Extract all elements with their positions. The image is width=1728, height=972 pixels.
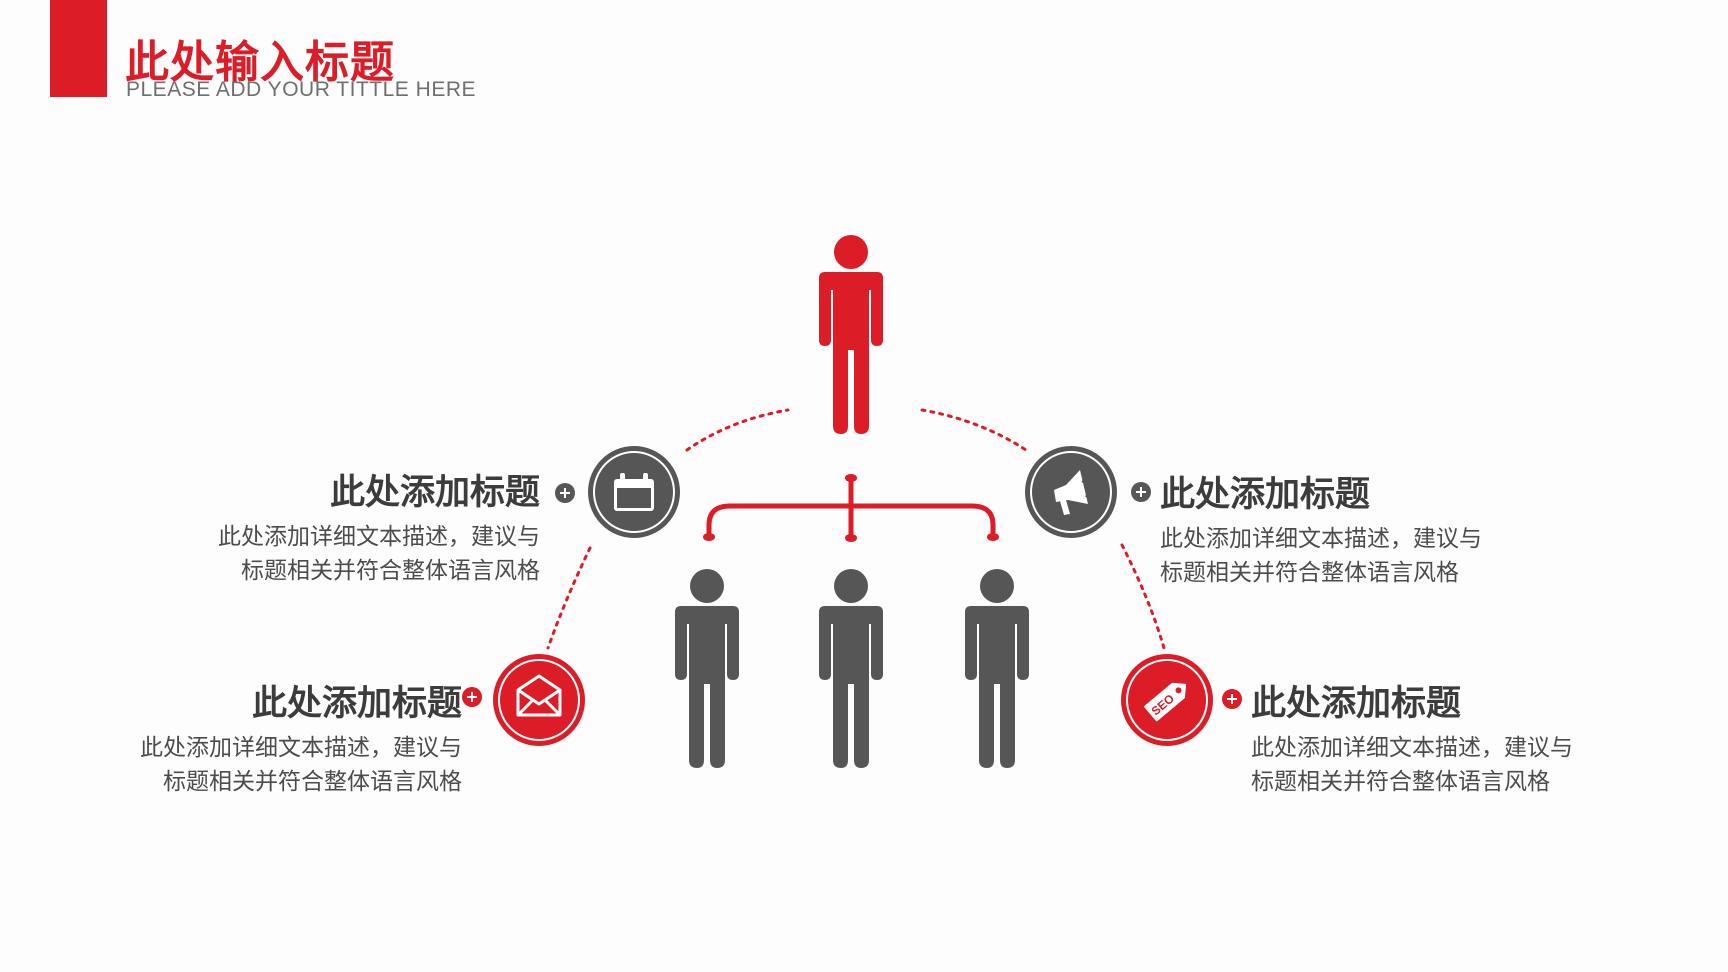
item-title: 此处添加标题 <box>1160 475 1371 515</box>
leader-person-icon <box>819 235 883 434</box>
header-accent-bar <box>50 0 107 97</box>
connector-bracket <box>706 475 996 541</box>
seo-tag-icon: SEO <box>1121 654 1213 746</box>
envelope-icon <box>493 654 585 746</box>
team-person-icon-left <box>675 569 739 768</box>
dotted-arc-left-bottom <box>546 546 592 650</box>
item-description: 此处添加详细文本描述，建议与 标题相关并符合整体语言风格 <box>1160 526 1482 586</box>
calendar-icon <box>588 446 680 538</box>
dotted-arc-left-top <box>685 408 790 452</box>
item-title: 此处添加标题 <box>251 684 462 724</box>
item-title: 此处添加标题 <box>1251 684 1462 724</box>
plus-bullet-icon <box>1131 482 1151 502</box>
plus-bullet-icon <box>1222 689 1242 709</box>
item-block-bottom-right: 此处添加标题 此处添加详细文本描述，建议与 标题相关并符合整体语言风格 <box>1251 683 1573 799</box>
item-title: 此处添加标题 <box>329 473 540 513</box>
page-subtitle: PLEASE ADD YOUR TITTLE HERE <box>126 78 476 101</box>
item-description: 此处添加详细文本描述，建议与 标题相关并符合整体语言风格 <box>140 735 462 795</box>
item-description: 此处添加详细文本描述，建议与 标题相关并符合整体语言风格 <box>1251 735 1573 795</box>
team-person-icon-center <box>819 569 883 768</box>
item-block-top-right: 此处添加标题 此处添加详细文本描述，建议与 标题相关并符合整体语言风格 <box>1160 474 1482 590</box>
item-block-bottom-left: 此处添加标题 此处添加详细文本描述，建议与 标题相关并符合整体语言风格 <box>140 683 462 799</box>
item-block-top-left: 此处添加标题 此处添加详细文本描述，建议与 标题相关并符合整体语言风格 <box>218 472 540 588</box>
megaphone-icon <box>1025 446 1117 538</box>
plus-bullet-icon <box>555 483 575 503</box>
team-person-icon-right <box>965 569 1029 768</box>
page-title: 此处输入标题 <box>125 37 395 88</box>
plus-bullet-icon <box>462 687 482 707</box>
dotted-arc-right-top <box>920 408 1028 452</box>
dotted-arc-right-bottom <box>1120 543 1166 650</box>
item-description: 此处添加详细文本描述，建议与 标题相关并符合整体语言风格 <box>218 524 540 584</box>
